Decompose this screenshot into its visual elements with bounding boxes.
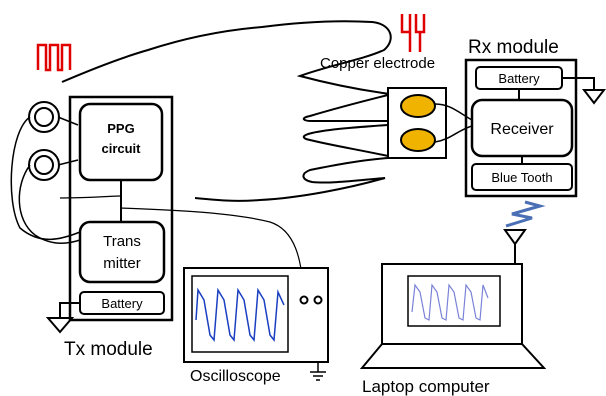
oscilloscope-port-1	[299, 295, 309, 305]
oscilloscope-label: Oscilloscope	[190, 368, 281, 385]
probe-wire	[119, 207, 304, 293]
tx-module-box	[68, 95, 174, 322]
finger-sensor-bottom	[28, 149, 60, 181]
oscilloscope-screen	[191, 275, 289, 353]
rx-ground-icon	[562, 77, 606, 105]
laptop-waveform	[411, 283, 489, 321]
ppg-label-line1: PPG	[107, 121, 134, 136]
laptop-display	[407, 275, 501, 327]
hand-outline	[61, 20, 392, 202]
oscilloscope-port-2	[313, 295, 323, 305]
tx-ground-icon	[45, 302, 80, 334]
wireless-signal-icon	[505, 200, 546, 228]
sensor-wire	[18, 164, 81, 245]
copper-electrode-top	[400, 94, 436, 118]
tx-module-label: Tx module	[64, 339, 153, 360]
copper-electrode-bottom	[400, 128, 436, 152]
transmitter-label-line1: Trans	[103, 233, 141, 250]
bluetooth-label: Blue Tooth	[491, 170, 552, 185]
transmitter-box	[78, 220, 166, 284]
receiver-label: Receiver	[490, 121, 554, 138]
sensor-wire	[10, 116, 81, 241]
transmitter-label-line2: mitter	[103, 255, 141, 272]
rx-module-box	[464, 58, 578, 198]
oscilloscope-waveform	[195, 287, 285, 342]
probe-wire	[59, 195, 121, 199]
laptop-label: Laptop computer	[362, 377, 490, 396]
pulse-signal-left	[36, 43, 72, 72]
tx-battery-label: Battery	[101, 296, 143, 311]
laptop-keyboard	[359, 343, 547, 369]
pulse-signal-top	[400, 14, 426, 52]
finger-sensor-top	[28, 101, 60, 133]
rx-module-label: Rx module	[468, 37, 559, 58]
sensor-wire	[57, 116, 79, 166]
bluetooth-box	[471, 163, 573, 191]
oscilloscope-ground-icon	[310, 362, 326, 381]
antenna-icon	[503, 229, 527, 264]
ppg-label-line2: circuit	[101, 141, 141, 156]
copper-electrode-label: Copper electrode	[320, 55, 435, 72]
electrode-wire	[434, 103, 473, 143]
rx-battery-label: Battery	[498, 71, 540, 86]
